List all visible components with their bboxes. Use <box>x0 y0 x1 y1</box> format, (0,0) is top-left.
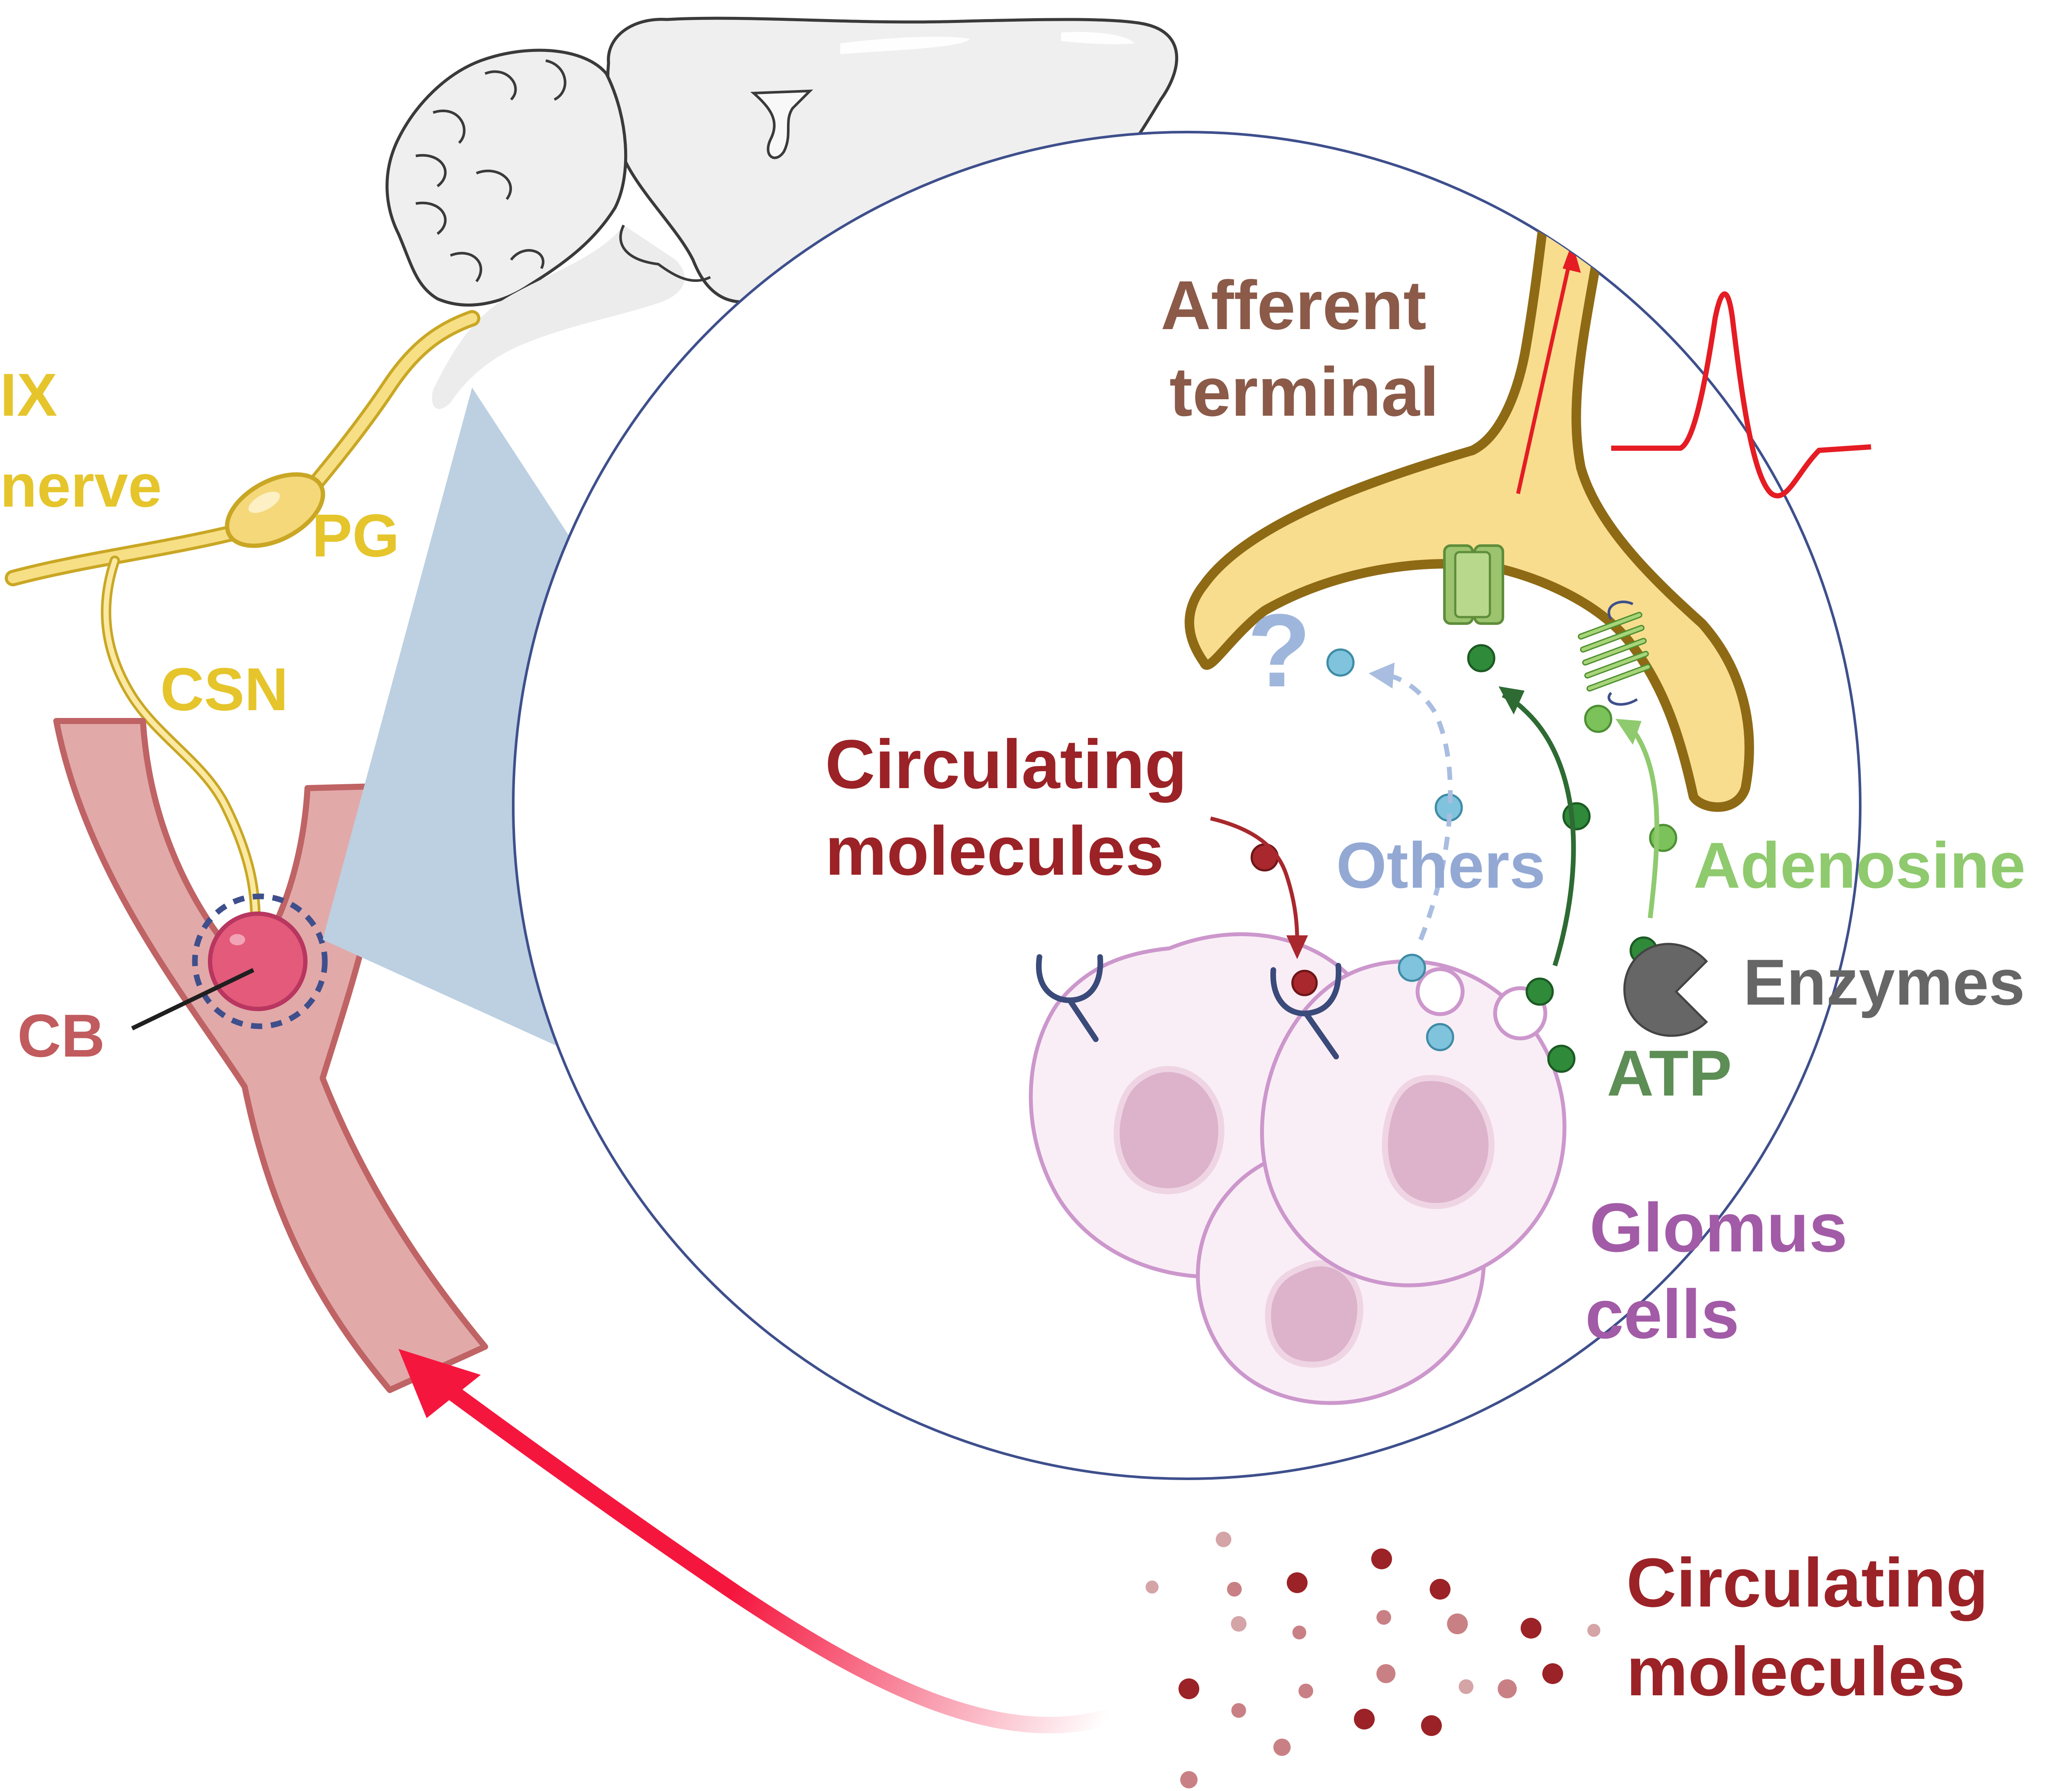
action-potential-trace <box>1611 291 1871 498</box>
vesicle-others <box>1415 967 1465 1016</box>
label-afferent-line1: Afferent <box>1161 266 1426 344</box>
enzyme-icon <box>1623 943 1708 1037</box>
carotid-body <box>131 893 328 1031</box>
label-ix-line1: IX <box>0 361 57 429</box>
petrosal-ganglion <box>225 472 325 548</box>
label-circulating-inset-line1: Circulating <box>825 725 1187 803</box>
cb-pointer-line <box>131 968 255 1031</box>
label-afferent-line2: terminal <box>1169 353 1439 430</box>
glomus-cells <box>1029 932 1567 1405</box>
label-csn: CSN <box>160 655 288 723</box>
ion-channel-icon <box>1443 544 1504 625</box>
label-adenosine: Adenosine <box>1693 829 2026 902</box>
labels: IX nerve PG CSN CB Afferent terminal Cir… <box>0 266 2026 1710</box>
brain-cerebellum-folds <box>415 59 567 282</box>
pathway-arrows <box>1210 663 1659 967</box>
brain-stem <box>432 225 685 409</box>
nerve-pathway <box>5 310 480 928</box>
label-ix-line2: nerve <box>0 452 162 520</box>
glomus-nucleus-left <box>1114 1066 1225 1195</box>
zoom-inset <box>512 131 1871 1480</box>
brain-stem-outline <box>619 224 711 282</box>
label-others: Others <box>1336 829 1545 902</box>
receptor-center <box>1270 963 1342 1060</box>
label-glomus-line1: Glomus <box>1590 1189 1848 1266</box>
membrane-receptors <box>1036 954 1342 1060</box>
brain-highlight <box>840 32 1135 54</box>
label-circulating-bottom-line2: molecules <box>1626 1633 1965 1710</box>
cb-dashed-outline <box>192 893 328 1029</box>
circ-molecule-inset <box>1250 843 1279 872</box>
signal-arrow-up <box>1516 242 1581 494</box>
glomus-nucleus-right <box>1382 1075 1495 1209</box>
label-atp: ATP <box>1607 1037 1732 1109</box>
label-circulating-bottom-line1: Circulating <box>1626 1544 1988 1621</box>
label-enzymes: Enzymes <box>1743 946 2025 1018</box>
cb-sphere <box>208 912 308 1011</box>
label-glomus-line2: cells <box>1585 1275 1739 1353</box>
brain-fissure <box>750 89 813 159</box>
circulating-arrow <box>1210 816 1299 940</box>
label-pg: PG <box>312 501 399 569</box>
label-circulating-inset-line2: molecules <box>825 812 1164 889</box>
circ-molecule-bound <box>1291 970 1318 996</box>
adenosine-receptor-icon <box>1578 601 1651 706</box>
question-mark: ? <box>1247 592 1311 708</box>
inset-molecules <box>1250 644 1708 1073</box>
brain-illustration <box>385 16 1178 409</box>
scattered-molecules <box>1146 1532 1600 1788</box>
circulation-arrow <box>398 1349 1117 1733</box>
label-cb: CB <box>17 1002 105 1070</box>
glomus-nucleus-bottom <box>1265 1260 1363 1368</box>
receptor-left <box>1036 954 1103 1042</box>
